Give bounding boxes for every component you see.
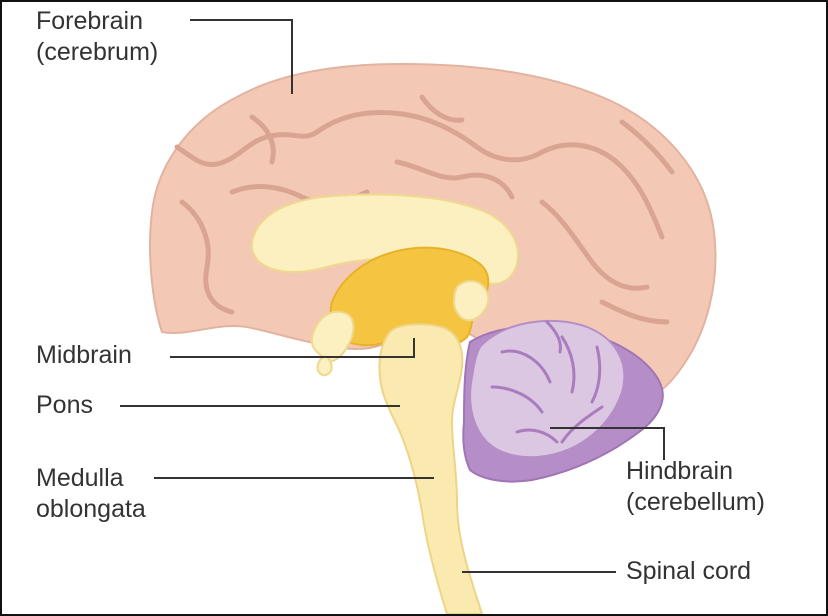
forebrain-leader [190,19,293,94]
medulla-label: Medulla oblongata [36,463,146,525]
brainstem-shape [378,323,484,614]
pineal-shape [452,280,490,322]
pons-label-text: Pons [36,391,93,419]
forebrain-label-line1: Forebrain [36,7,143,35]
medulla-label-line1: Medulla [36,464,124,492]
hindbrain-label-line1: Hindbrain [626,457,734,485]
hindbrain-label-line2: (cerebellum) [626,488,765,516]
medulla-label-line2: oblongata [36,495,146,523]
cerebellum-folds [490,320,604,444]
forebrain-label-line2: (cerebrum) [36,38,159,66]
midbrain-leader [170,338,415,358]
midbrain-label: Midbrain [36,340,132,371]
pons-label: Pons [36,390,93,421]
spinal-cord-label: Spinal cord [626,556,751,587]
midbrain-label-text: Midbrain [36,341,132,369]
spinal-cord-label-text: Spinal cord [626,557,752,585]
hindbrain-label: Hindbrain (cerebellum) [626,456,765,518]
leader-lines [120,19,665,573]
cerebellum-shape [469,319,626,459]
hindbrain-leader [550,427,665,460]
cerebrum-folds [174,94,675,325]
hypothalamus-shape [310,310,355,363]
midbrain-shape [329,246,490,347]
pituitary-shape [316,355,333,377]
forebrain-label: Forebrain (cerebrum) [36,6,158,68]
